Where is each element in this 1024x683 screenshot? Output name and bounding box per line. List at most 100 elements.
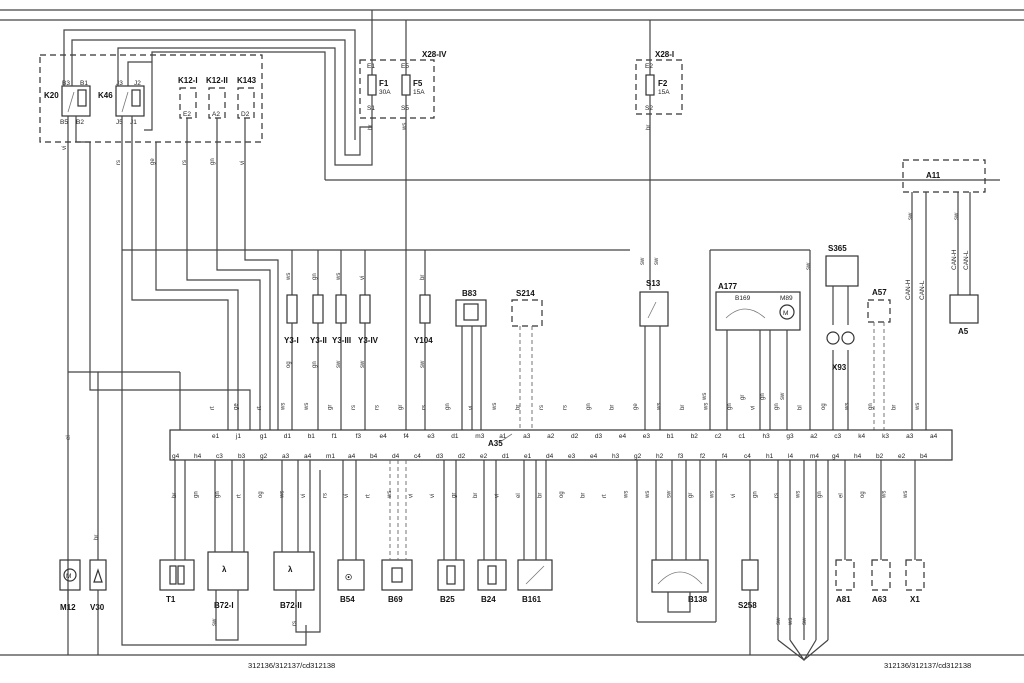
s365-switch	[825, 255, 859, 287]
wire-color-code: gn	[817, 491, 823, 498]
connector-pin: e3	[427, 433, 435, 440]
connector-pin: b2	[876, 453, 884, 460]
connector-pin: b2	[691, 433, 699, 440]
motor-glyph: M	[66, 573, 71, 580]
wire-color-code: rs	[539, 405, 545, 410]
lambda-glyph: λ	[222, 565, 227, 574]
wire-color-code: sw	[654, 257, 660, 265]
wire-color-code: el	[66, 435, 72, 440]
b72-ii-sensor	[273, 551, 315, 591]
wire-color-code: sw	[806, 262, 812, 270]
k12-i-label: K12-I	[178, 76, 198, 85]
a177-label: A177	[718, 282, 738, 291]
a63-module	[871, 559, 891, 591]
a81-label: A81	[836, 595, 851, 604]
a5-module	[949, 294, 979, 324]
lambda-glyph: λ	[288, 565, 293, 574]
wire-color-code: gn	[727, 403, 733, 410]
wire-color-code: gn	[312, 273, 318, 280]
connector-pin: b3	[238, 453, 246, 460]
f2-label: F2	[658, 79, 668, 88]
wire-color-code: gn	[445, 403, 451, 410]
mid-components: B83 S214 A35 S13 A177 B169 M89 M	[455, 159, 986, 448]
wire-color-code: ws	[704, 403, 710, 411]
b25-sensor	[437, 559, 465, 591]
wire-color-code: ws	[657, 403, 663, 411]
connector-pin: e3	[643, 433, 651, 440]
connector-pin: a4	[304, 453, 312, 460]
wire-color-code: ws	[387, 491, 393, 499]
wire-color-code: vi	[469, 406, 475, 410]
wire-color-code: vi	[240, 161, 246, 165]
a5-label: A5	[958, 327, 969, 336]
connector-pin: f3	[678, 453, 684, 460]
wire-color-code: og	[860, 491, 866, 498]
wire-color-code: sw	[336, 360, 342, 368]
b138-sensor	[651, 559, 709, 593]
connector-pin: a3	[906, 433, 914, 440]
wire-color-code: rt	[366, 494, 372, 498]
wire-color-code: vi	[360, 276, 366, 280]
a11-module	[902, 159, 986, 193]
connector-pin: e1	[212, 433, 220, 440]
connector-pin: g2	[634, 453, 642, 460]
wire-color-code: rs	[182, 160, 188, 165]
f5-label: F5	[413, 79, 423, 88]
wire-color-code: br	[172, 493, 178, 498]
wire-color-code: vi	[301, 494, 307, 498]
wire-color-code: ws	[402, 123, 408, 131]
k46-label: K46	[98, 91, 113, 100]
fuse-box-x28-iv: X28-IV E1 E5 S1 S5 F1 30A F5 15A	[359, 10, 447, 430]
relay-box: K20 B3 B1 B5 B2 K46 J3 J2 J5 J1 K12-I E2…	[39, 54, 263, 143]
connector-pin: b1	[667, 433, 675, 440]
fuse-box-x28-i: X28-I E2 S2 F2 15A	[635, 20, 683, 290]
fuse-pin: S5	[401, 105, 409, 112]
s258-label: S258	[738, 601, 757, 610]
fuse-pin: E5	[401, 63, 409, 70]
relay-wiring	[63, 29, 1000, 646]
wire-color-code: ws	[336, 273, 342, 281]
wire-color-code: br	[516, 405, 522, 410]
valve-label: Y104	[414, 336, 433, 345]
wire-color-code: rt	[210, 406, 216, 410]
connector-pin: f3	[356, 433, 362, 440]
wire-color-code: og	[559, 491, 565, 498]
connector-pin: e2	[480, 453, 488, 460]
b72-ii-label: B72-II	[280, 601, 302, 610]
s365-label: S365	[828, 244, 847, 253]
connector-pin: c3	[834, 433, 841, 440]
connector-pin: d3	[436, 453, 444, 460]
connector-pin: l4	[788, 453, 793, 460]
connector-pin: c1	[739, 433, 746, 440]
valve-label: Y3-III	[332, 336, 351, 345]
connector-pin: e3	[568, 453, 576, 460]
wire-color-code: ge	[234, 403, 240, 410]
s13-switch	[639, 291, 669, 327]
connector-pin: e4	[619, 433, 627, 440]
wire-color-code: br	[892, 405, 898, 410]
connector-pin: h3	[763, 433, 771, 440]
wire-color-code: rs	[323, 493, 329, 498]
k20-pin: B3	[62, 80, 70, 87]
wire-color-code: el	[516, 493, 522, 498]
wire-color-code: br	[94, 535, 100, 540]
fuse-f5	[401, 74, 411, 96]
valve-group: Y3-I Y3-II Y3-III Y3-IV Y104	[284, 250, 433, 430]
a57-label: A57	[872, 288, 887, 297]
b25-label: B25	[440, 595, 455, 604]
connector-pin: b4	[370, 453, 378, 460]
wire-color-code: ws	[281, 403, 287, 411]
wire-color-code: sw	[954, 212, 960, 220]
k46-relay	[115, 85, 145, 117]
wire-color-code: sw	[908, 212, 914, 220]
wire-color-code: gn	[586, 403, 592, 410]
valve-y3-i	[286, 294, 298, 324]
wire-color-code: gr	[452, 493, 458, 498]
a35-label: A35	[488, 439, 503, 448]
s214-switch	[511, 299, 543, 327]
b169-potentiometer	[725, 308, 766, 319]
f2-rating: 15A	[658, 89, 670, 96]
wire-color-code: ws	[492, 403, 498, 411]
